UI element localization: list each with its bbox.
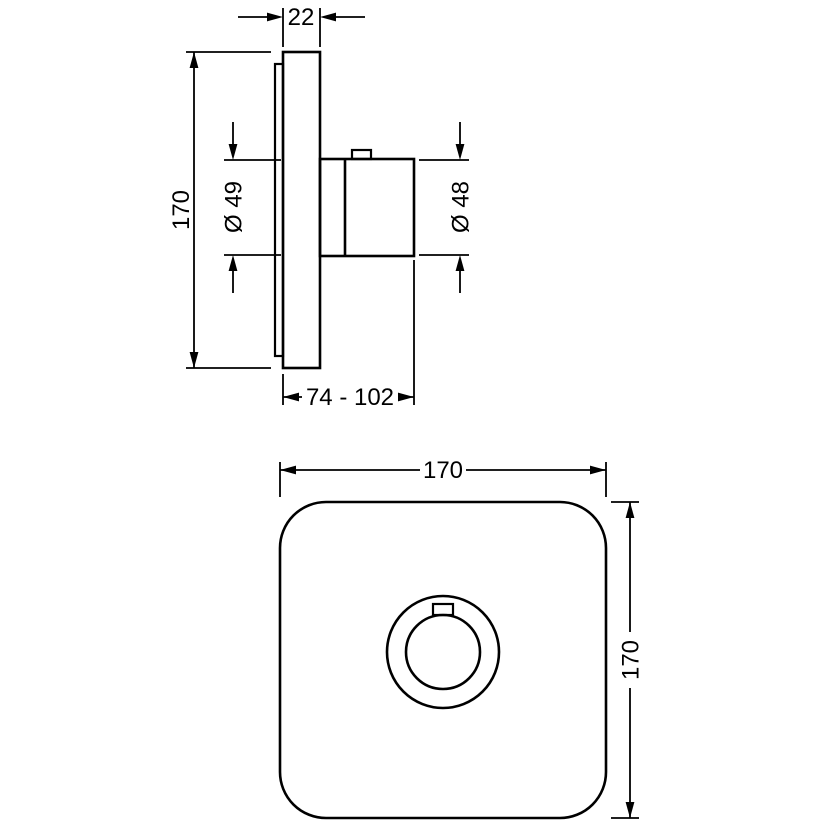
front-view: 170 170 bbox=[278, 457, 645, 820]
side-handle-marker-notch bbox=[350, 148, 373, 161]
front-handle-marker-notch bbox=[431, 602, 455, 617]
arrowhead bbox=[320, 12, 336, 22]
dim-front-height: 170 bbox=[611, 501, 645, 819]
arrowhead bbox=[267, 12, 283, 22]
arrowhead bbox=[455, 255, 465, 271]
dimension-label: Ø 49 bbox=[221, 181, 248, 233]
dim-installation-depth: 74 - 102 bbox=[282, 260, 415, 411]
front-handle-inner-circle bbox=[404, 613, 482, 691]
dimension-label: 170 bbox=[423, 457, 463, 484]
dim-hole-diameter: Ø 49 bbox=[221, 122, 281, 293]
label-background bbox=[617, 632, 643, 688]
side-handle-body bbox=[318, 157, 416, 258]
arrowhead bbox=[189, 352, 199, 368]
side-plate-outline bbox=[281, 50, 322, 370]
arrowhead bbox=[283, 392, 299, 402]
side-view: 22 170 Ø 49 Ø 4 bbox=[168, 4, 475, 411]
dimension-label: 170 bbox=[168, 190, 195, 230]
arrowhead bbox=[228, 144, 238, 160]
front-handle-outer-circle bbox=[385, 594, 501, 710]
dimension-label: 170 bbox=[618, 640, 645, 680]
label-background bbox=[420, 458, 466, 483]
arrowhead bbox=[228, 255, 238, 271]
arrowhead bbox=[625, 802, 635, 818]
dim-handle-diameter: Ø 48 bbox=[419, 122, 475, 293]
arrowhead bbox=[455, 144, 465, 160]
arrowhead bbox=[590, 465, 606, 475]
label-background bbox=[302, 385, 398, 409]
arrowhead bbox=[280, 465, 296, 475]
dimension-label: Ø 48 bbox=[448, 181, 475, 233]
dim-plate-height: 170 bbox=[168, 51, 271, 369]
arrowhead bbox=[625, 502, 635, 518]
dimension-label: 22 bbox=[288, 4, 315, 31]
front-plate-outline bbox=[278, 500, 608, 820]
dim-front-width: 170 bbox=[279, 457, 607, 497]
dimension-label: 74 - 102 bbox=[306, 384, 394, 411]
arrowhead bbox=[398, 392, 414, 402]
arrowhead bbox=[189, 52, 199, 68]
dim-plate-thickness: 22 bbox=[238, 4, 365, 47]
